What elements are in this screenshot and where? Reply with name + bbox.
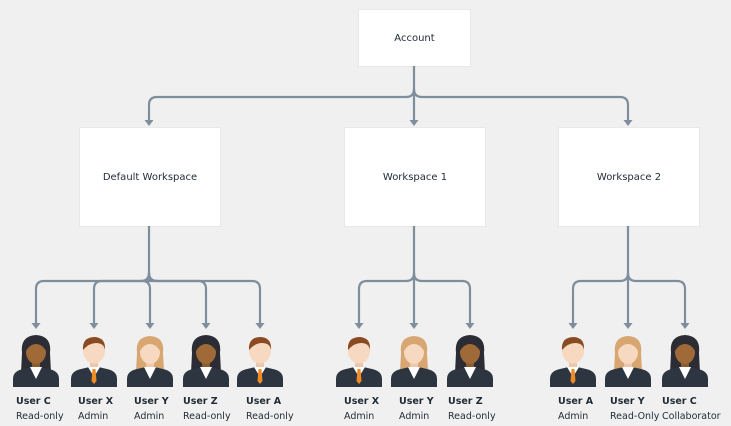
user-card: User Y Read-Only xyxy=(605,331,668,422)
account-node: Account xyxy=(359,10,470,66)
user-role: Read-only xyxy=(448,411,496,422)
user-card: User Y Admin xyxy=(127,331,192,422)
connector-to-user xyxy=(147,271,262,326)
user-card: User A Read-only xyxy=(237,331,304,422)
user-role: Read-Only xyxy=(610,411,660,422)
workspace-1-label: Workspace 1 xyxy=(382,171,448,183)
arrow-head xyxy=(354,323,364,329)
user-avatar-icon xyxy=(391,336,437,387)
arrow-head xyxy=(144,120,154,126)
default-workspace-label: Default Workspace xyxy=(102,171,198,183)
user-avatar-icon xyxy=(127,336,173,387)
arrow-head xyxy=(680,323,690,329)
user-avatar-icon xyxy=(550,337,596,387)
arrow-head xyxy=(201,323,211,329)
user-card: User C Read-only xyxy=(13,331,74,422)
user-name: User Y xyxy=(399,396,434,407)
user-card: User Z Read-only xyxy=(447,331,506,422)
arrow-head xyxy=(255,323,265,329)
connector-to-user xyxy=(412,271,472,326)
user-name: User X xyxy=(78,396,114,407)
user-role: Admin xyxy=(344,411,375,422)
workspace-2-node: Workspace 2 xyxy=(559,128,699,226)
user-avatar-icon xyxy=(71,337,117,387)
user-name: User Y xyxy=(134,396,169,407)
account-label: Account xyxy=(394,32,435,44)
arrow-head xyxy=(89,323,99,329)
user-avatar-icon xyxy=(183,335,229,387)
user-name: User C xyxy=(16,396,51,407)
user-role: Admin xyxy=(399,411,430,422)
user-card: User C Collaborator xyxy=(662,331,721,422)
user-avatar-icon xyxy=(237,337,283,387)
user-name: User Y xyxy=(610,396,645,407)
user-role: Read-only xyxy=(183,411,231,422)
user-avatar-icon xyxy=(336,337,382,387)
workspace-1-node: Workspace 1 xyxy=(345,128,485,226)
arrow-head xyxy=(623,120,633,126)
arrow-head xyxy=(409,120,419,126)
connector-to-user xyxy=(357,271,416,326)
user-avatar-icon xyxy=(605,336,651,387)
user-name: User Z xyxy=(448,396,483,407)
user-role: Read-only xyxy=(246,411,294,422)
user-name: User A xyxy=(558,396,594,407)
user-name: User A xyxy=(246,396,282,407)
user-card: User A Admin xyxy=(550,331,616,422)
workspace-2-label: Workspace 2 xyxy=(596,171,662,183)
connector-to-user xyxy=(571,271,630,326)
arrow-head xyxy=(31,323,41,329)
arrow-head xyxy=(145,323,155,329)
user-avatar-icon xyxy=(13,335,59,387)
user-role: Admin xyxy=(134,411,165,422)
user-card: User Z Read-only xyxy=(183,331,241,422)
connector-account-default xyxy=(147,64,416,122)
user-role: Admin xyxy=(78,411,109,422)
user-name: User C xyxy=(662,396,697,407)
arrow-head xyxy=(465,323,475,329)
user-name: User Z xyxy=(183,396,218,407)
user-card: User Y Admin xyxy=(391,331,457,422)
user-role: Admin xyxy=(558,411,589,422)
connector-account-ws2 xyxy=(412,87,630,122)
arrow-head xyxy=(623,323,633,329)
connector-to-user xyxy=(626,271,687,326)
user-role: Read-only xyxy=(16,411,64,422)
connector-to-user xyxy=(92,271,151,326)
user-name: User X xyxy=(344,396,380,407)
user-card: User X Admin xyxy=(71,331,136,422)
user-avatar-icon xyxy=(447,335,493,387)
user-card: User X Admin xyxy=(336,331,402,422)
arrow-head xyxy=(409,323,419,329)
default-workspace-node: Default Workspace xyxy=(80,128,220,226)
user-role: Collaborator xyxy=(662,411,721,422)
arrow-head xyxy=(568,323,578,329)
user-avatar-icon xyxy=(662,335,708,387)
